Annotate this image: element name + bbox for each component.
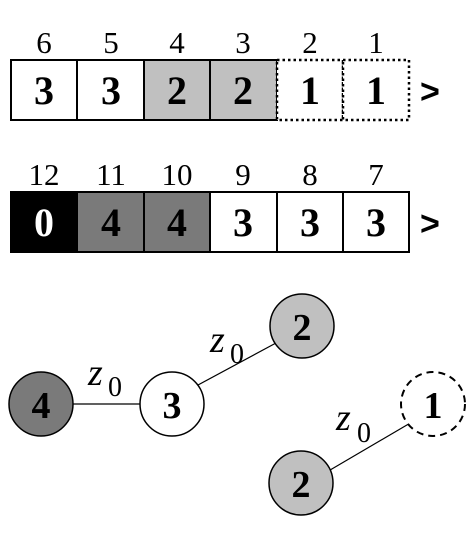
bottom-value-1: 0	[34, 200, 54, 245]
node-3-label: 3	[163, 385, 182, 427]
node-2-lower	[268, 450, 334, 516]
top-value-3: 2	[167, 68, 187, 113]
node-4	[8, 371, 74, 437]
bottom-array: 12 11 10 9 8 7 0 4 4 3 3 3 >	[10, 157, 440, 253]
svg-text:z: z	[335, 397, 351, 439]
node-2-upper	[269, 293, 335, 359]
bottom-index-6: 7	[368, 157, 384, 192]
bottom-value-3: 4	[167, 200, 187, 245]
bottom-index-1: 12	[29, 157, 60, 192]
top-value-2: 3	[101, 68, 121, 113]
top-value-6: 1	[366, 68, 386, 113]
top-index-1: 6	[36, 25, 52, 60]
top-index-4: 3	[235, 25, 251, 60]
node-2-upper-label: 2	[293, 307, 312, 349]
top-cell-3	[143, 59, 211, 121]
bottom-index-2: 11	[96, 157, 126, 192]
top-value-1: 3	[34, 68, 54, 113]
bottom-value-6: 3	[366, 200, 386, 245]
top-comparator: >	[420, 73, 440, 111]
svg-text:0: 0	[108, 372, 122, 403]
bottom-cell-6	[342, 191, 410, 253]
bottom-value-2: 4	[101, 200, 121, 245]
top-index-6: 1	[368, 25, 384, 60]
bottom-cell-5	[276, 191, 344, 253]
svg-text:z: z	[87, 352, 103, 394]
bottom-cell-2	[76, 191, 145, 253]
svg-text:0: 0	[357, 418, 371, 449]
bottom-value-5: 3	[300, 200, 320, 245]
edge-label-3-2: z 0	[209, 319, 244, 370]
node-3	[139, 371, 205, 437]
top-index-5: 2	[302, 25, 318, 60]
node-4-label: 4	[32, 385, 51, 427]
edge-3-2	[197, 342, 277, 386]
edge-label-4-3: z 0	[87, 352, 122, 403]
node-2-lower-label: 2	[292, 464, 311, 506]
top-cell-1	[10, 59, 78, 121]
edge-label-2-1: z 0	[335, 397, 371, 449]
edge-2-1	[324, 421, 413, 474]
svg-text:0: 0	[230, 339, 244, 370]
bottom-comparator: >	[420, 205, 440, 243]
top-value-4: 2	[233, 68, 253, 113]
node-1-label: 1	[424, 385, 443, 427]
bottom-index-3: 10	[162, 157, 193, 192]
node-1	[400, 371, 466, 437]
svg-text:z: z	[209, 319, 225, 361]
bottom-index-5: 8	[302, 157, 318, 192]
bottom-index-4: 9	[235, 157, 251, 192]
top-index-3: 4	[169, 25, 185, 60]
top-index-2: 5	[103, 25, 119, 60]
top-cell-6	[341, 58, 411, 122]
top-array: 6 5 4 3 2 1 3 3 2 2 1 1 >	[10, 25, 440, 122]
top-cell-5	[275, 58, 345, 122]
top-cell-2	[76, 59, 145, 121]
bottom-value-4: 3	[233, 200, 253, 245]
top-value-5: 1	[300, 68, 320, 113]
bottom-cell-4	[209, 191, 278, 253]
graph: z 0 z 0 z 0 4 3 2 2 1	[8, 293, 466, 516]
bottom-cell-3	[143, 191, 211, 253]
